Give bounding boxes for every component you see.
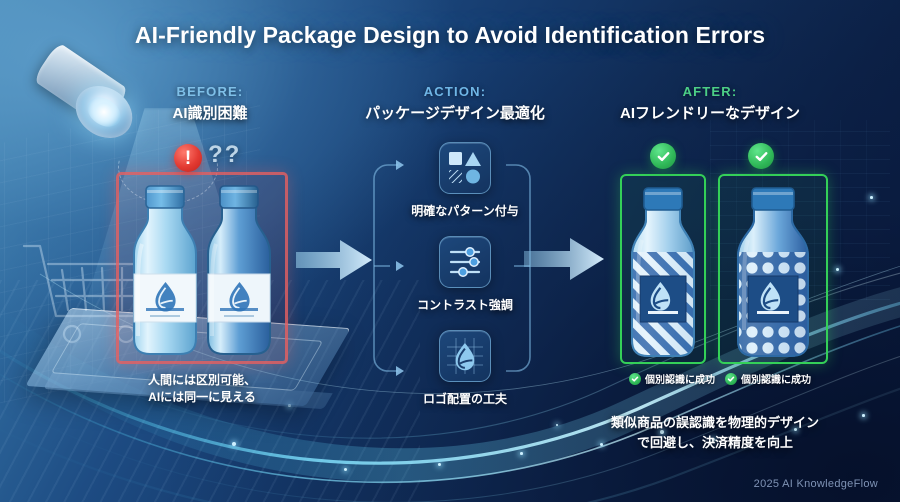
check-circle-icon-tag-2 xyxy=(725,372,737,385)
action-bracket-connectors xyxy=(373,164,531,372)
before-caption-line1: 人間には区別可能、 xyxy=(147,373,256,387)
success-tag-label-2: 個別認識に成功 xyxy=(741,375,811,386)
after-bottle-striped xyxy=(624,180,702,360)
question-marks: ?? xyxy=(208,141,242,168)
footer-credit: 2025 AI KnowledgeFlow xyxy=(753,478,878,490)
action-label-patterns: 明確なパターン付与 xyxy=(411,204,519,218)
after-kicker: AFTER: xyxy=(682,84,738,99)
check-circle-icon-1 xyxy=(650,143,676,169)
action-item-patterns[interactable]: 明確なパターン付与 xyxy=(390,142,540,219)
check-circle-icon-2 xyxy=(748,143,774,169)
page-title: AI-Friendly Package Design to Avoid Iden… xyxy=(134,22,766,48)
after-column-header: AFTER: AIフレンドリーなデザイン xyxy=(585,84,835,123)
success-tag-2: 個別認識に成功 xyxy=(725,371,811,386)
after-caption-line2: で回避し、決済精度を向上 xyxy=(636,434,793,450)
action-label-logo-placement: ロゴ配置の工夫 xyxy=(422,392,507,406)
check-circle-icon-tag-1 xyxy=(629,372,641,385)
before-kicker: BEFORE: xyxy=(176,84,244,99)
mini-arrow-1-icon xyxy=(396,160,404,170)
action-kicker: ACTION: xyxy=(423,84,487,99)
before-caption: 人間には区別可能、 AIには同一に見える xyxy=(92,372,312,407)
alert-exclamation-icon: ! xyxy=(174,144,202,172)
action-label-contrast: コントラスト強調 xyxy=(417,298,513,312)
action-heading: パッケージデザイン最適化 xyxy=(365,105,545,122)
action-column-header: ACTION: パッケージデザイン最適化 xyxy=(330,84,580,123)
before-caption-line2: AIには同一に見える xyxy=(148,390,256,405)
after-caption: 類似商品の誤認識を物理的デザイン で回避し、決済精度を向上 xyxy=(585,413,845,452)
after-caption-line1: 類似商品の誤認識を物理的デザイン xyxy=(610,415,819,430)
success-tag-label-1: 個別認識に成功 xyxy=(645,375,715,386)
action-item-contrast[interactable]: コントラスト強調 xyxy=(390,236,540,313)
mini-arrow-2-icon xyxy=(396,261,404,271)
success-tag-1: 個別認識に成功 xyxy=(629,371,715,386)
before-bottle-1 xyxy=(126,178,204,358)
before-bottle-2 xyxy=(200,178,278,358)
before-heading: AI識別困難 xyxy=(172,105,248,122)
logo-grid-icon xyxy=(439,330,491,382)
shapes-pattern-icon xyxy=(439,142,491,194)
arrow-before-to-action-icon xyxy=(296,240,372,280)
arrow-action-to-after-icon xyxy=(524,238,604,280)
after-bottle-dotted xyxy=(728,180,818,360)
sliders-contrast-icon xyxy=(439,236,491,288)
after-success-tags: 個別認識に成功 個別認識に成功 xyxy=(600,371,840,386)
after-heading: AIフレンドリーなデザイン xyxy=(619,105,800,122)
before-column-header: BEFORE: AI識別困難 xyxy=(95,84,325,123)
action-item-logo-placement[interactable]: ロゴ配置の工夫 xyxy=(390,330,540,407)
mini-arrow-3-icon xyxy=(396,366,404,376)
